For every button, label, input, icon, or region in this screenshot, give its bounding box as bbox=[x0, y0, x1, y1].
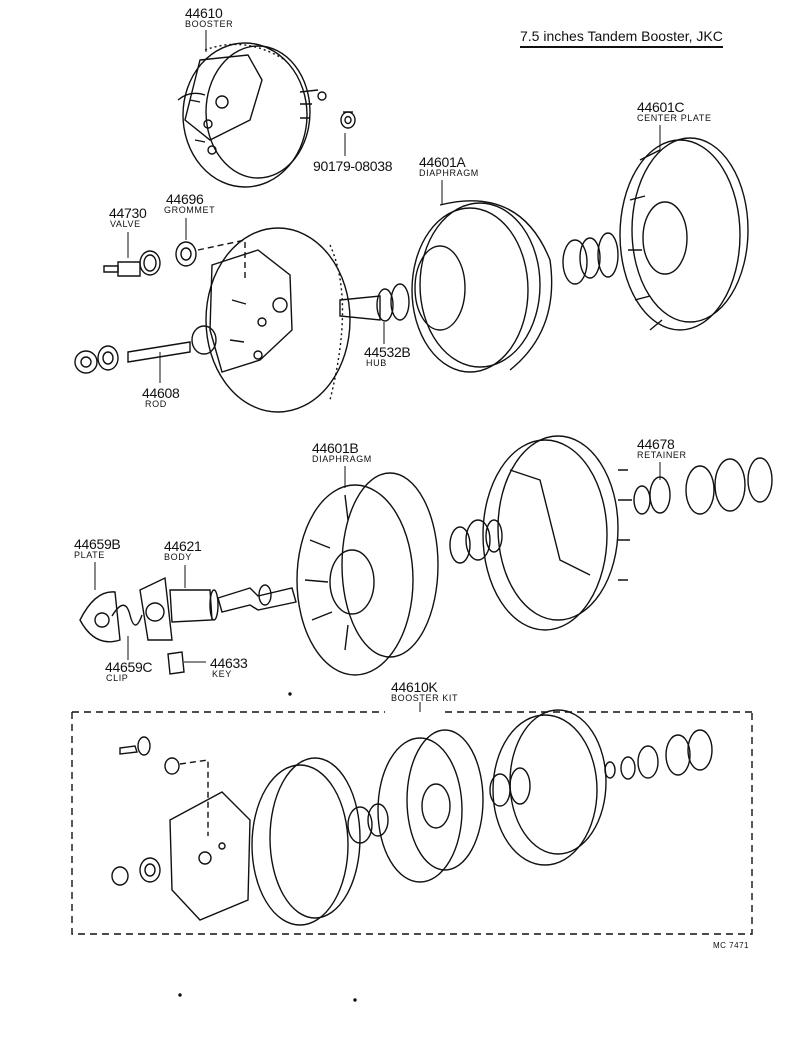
part-desc-44610k: BOOSTER KIT bbox=[391, 693, 459, 703]
diaphragm-a-drawing bbox=[412, 180, 552, 372]
body-drawing bbox=[140, 565, 218, 640]
hub-drawing bbox=[340, 284, 409, 344]
part-number-44730: 44730 bbox=[109, 205, 147, 221]
part-number-44696: 44696 bbox=[166, 191, 204, 207]
plate-drawing bbox=[80, 562, 120, 642]
part-desc-44601b: DIAPHRAGM bbox=[312, 454, 372, 464]
part-number-44601c: 44601C bbox=[637, 99, 685, 115]
part-desc-44678: RETAINER bbox=[637, 450, 687, 460]
part-desc-44621: BODY bbox=[164, 552, 192, 562]
rear-shell-drawing bbox=[206, 228, 350, 412]
part-number-44608: 44608 bbox=[142, 385, 180, 401]
part-number-44633: 44633 bbox=[210, 655, 248, 671]
part-desc-44730: VALVE bbox=[110, 219, 141, 229]
valve-drawing bbox=[104, 232, 160, 276]
part-number-44601b: 44601B bbox=[312, 440, 359, 456]
booster-assembly-drawing bbox=[178, 43, 326, 187]
part-desc-44532b: HUB bbox=[366, 358, 387, 368]
front-seal-drawing bbox=[450, 520, 502, 563]
booster-kit-bracket bbox=[72, 712, 752, 934]
part-number-44659b: 44659B bbox=[74, 536, 121, 552]
part-desc-44633: KEY bbox=[212, 669, 232, 679]
clip-drawing bbox=[112, 605, 142, 660]
kit-parts-drawing bbox=[112, 710, 712, 925]
part-desc-44610: BOOSTER bbox=[185, 19, 234, 29]
center-plate-drawing bbox=[620, 125, 748, 330]
center-seal-drawing bbox=[563, 233, 618, 284]
diagram-code: MC 7471 bbox=[713, 941, 749, 950]
rod-assembly-drawing bbox=[218, 585, 296, 612]
part-number-44610: 44610 bbox=[185, 5, 223, 21]
grommet-drawing bbox=[176, 218, 245, 280]
front-shell-drawing bbox=[483, 436, 632, 630]
diaphragm-b-drawing bbox=[297, 466, 438, 675]
part-desc-44659b: PLATE bbox=[74, 550, 105, 560]
part-number-44659c: 44659C bbox=[105, 659, 153, 675]
retainer-drawing bbox=[634, 458, 772, 514]
part-number-90179-08038: 90179-08038 bbox=[313, 158, 393, 174]
part-number-44601a: 44601A bbox=[419, 154, 466, 170]
key-drawing bbox=[168, 652, 206, 674]
part-number-44532b: 44532B bbox=[364, 344, 411, 360]
part-desc-44601a: DIAPHRAGM bbox=[419, 168, 479, 178]
part-number-44678: 44678 bbox=[637, 436, 675, 452]
part-desc-44601c: CENTER PLATE bbox=[637, 113, 712, 123]
rod-drawing bbox=[75, 326, 216, 383]
part-desc-44696: GROMMET bbox=[164, 205, 216, 215]
part-number-44621: 44621 bbox=[164, 538, 202, 554]
part-number-44610k: 44610K bbox=[391, 679, 438, 695]
nut-drawing bbox=[341, 112, 355, 128]
part-desc-44608: ROD bbox=[145, 399, 167, 409]
diagram-title: 7.5 inches Tandem Booster, JKC bbox=[520, 28, 723, 48]
part-desc-44659c: CLIP bbox=[106, 673, 129, 683]
